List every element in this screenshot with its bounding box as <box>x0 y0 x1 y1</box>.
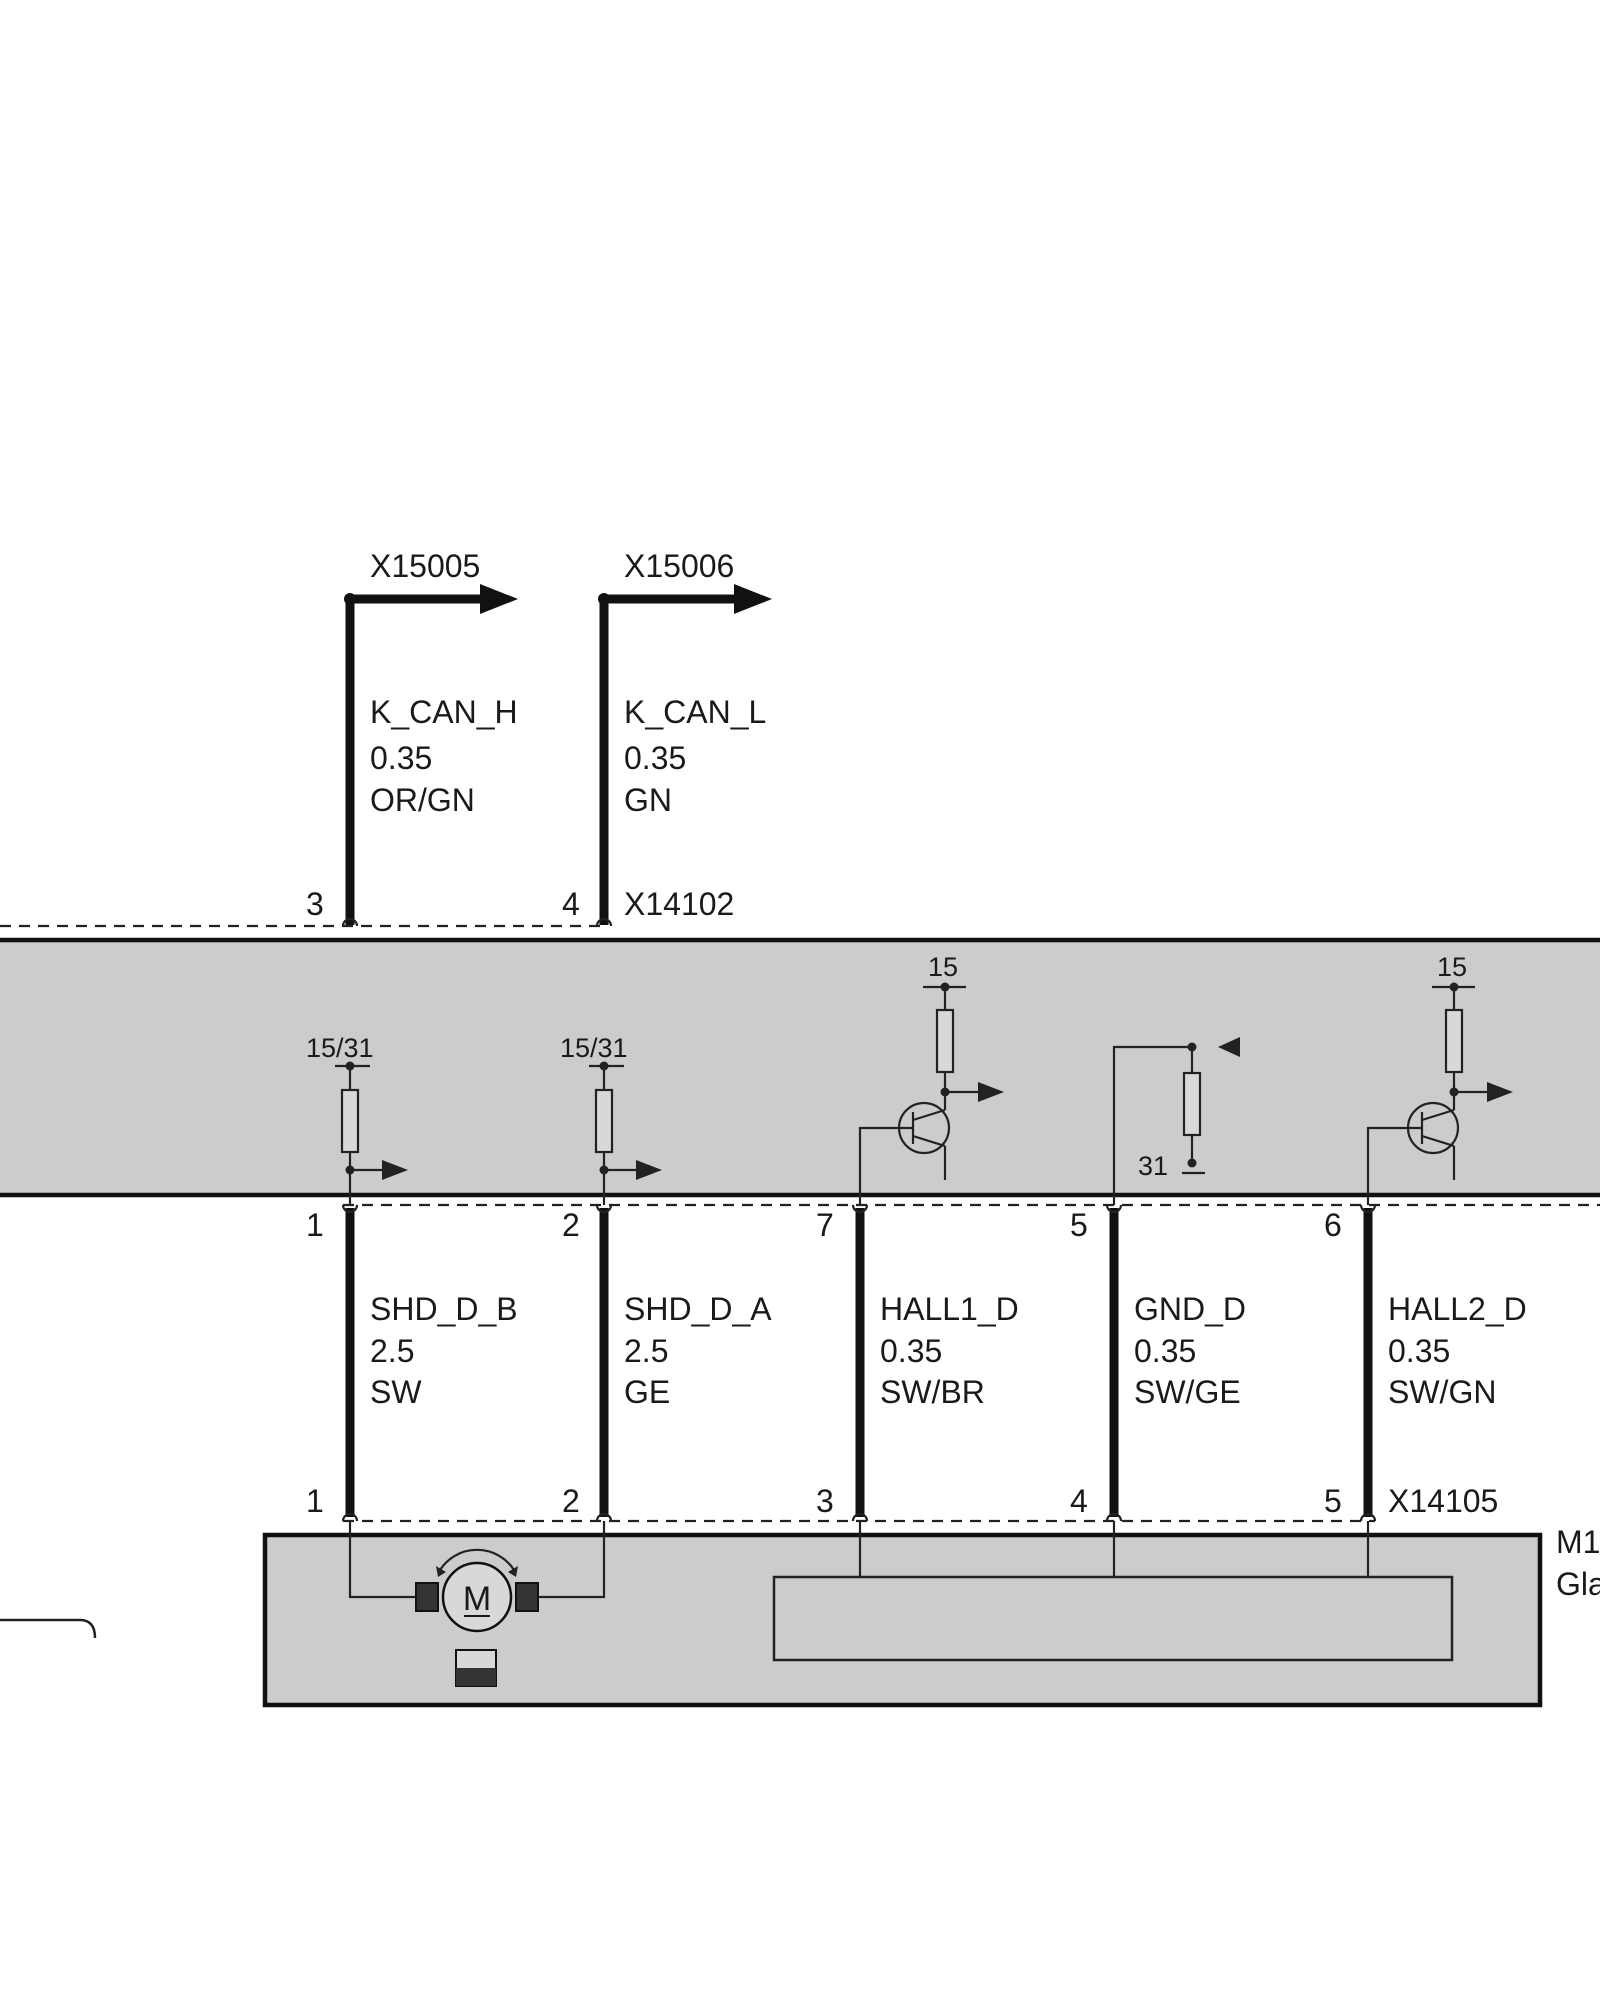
wire-signal-k-can-l: K_CAN_L <box>624 694 766 730</box>
wire-hall1-d: 7 HALL1_D 0.35 SW/BR 3 <box>816 1204 1019 1519</box>
wire-color-shd-d-b: SW <box>370 1374 422 1410</box>
wire-cross-section-shd-d-b: 2.5 <box>370 1333 414 1369</box>
resistor-symbol <box>1444 1008 1464 1074</box>
signal-arrow-icon <box>636 1160 662 1180</box>
signal-arrow-icon <box>1218 1037 1240 1057</box>
pin-number-component-3: 3 <box>816 1483 834 1519</box>
control-module-box <box>0 937 1600 1198</box>
wire-cross-section-hall1-d: 0.35 <box>880 1333 942 1369</box>
wire-shd-d-b: 1 SHD_D_B 2.5 SW 1 <box>306 1204 518 1519</box>
wire-shd-d-a: 2 SHD_D_A 2.5 GE 2 <box>562 1204 772 1519</box>
adjacent-component-outline <box>0 1618 97 1639</box>
resistor-symbol <box>935 1008 955 1074</box>
wire-color-shd-d-a: GE <box>624 1374 670 1410</box>
pin-number-component-5: 5 <box>1324 1483 1342 1519</box>
pin-number-component-1: 1 <box>306 1483 324 1519</box>
pin-number-component-4: 4 <box>1070 1483 1088 1519</box>
wire-signal-shd-d-a: SHD_D_A <box>624 1291 772 1327</box>
pin-number-component-2: 2 <box>562 1483 580 1519</box>
component-id-label: M1 <box>1556 1524 1600 1560</box>
motor-symbol-label: M <box>463 1580 491 1618</box>
resistor-symbol <box>340 1088 360 1154</box>
internal-circuit-pin1: 15/31 <box>306 1033 408 1205</box>
wire-color-k-can-h: OR/GN <box>370 782 475 818</box>
rotation-arrow-icon <box>439 1548 515 1571</box>
wire-signal-gnd-d: GND_D <box>1134 1291 1246 1327</box>
pin-number-x14102-3: 3 <box>306 886 324 922</box>
wire-cross-section-k-can-l: 0.35 <box>624 740 686 776</box>
wire-color-hall2-d: SW/GN <box>1388 1374 1496 1410</box>
wire-color-k-can-l: GN <box>624 782 672 818</box>
motor-icon <box>441 1561 513 1633</box>
ground-label-31: 31 <box>1138 1151 1168 1181</box>
wire-signal-shd-d-b: SHD_D_B <box>370 1291 518 1327</box>
connector-x15006: X15006 K_CAN_L 0.35 GN 4 <box>562 548 772 925</box>
pin-number-x14102-4: 4 <box>562 886 580 922</box>
wire-gnd-d: 5 GND_D 0.35 SW/GE 4 <box>1070 1204 1246 1519</box>
pin-number-module-2: 2 <box>562 1207 580 1243</box>
connector-id-x14102: X14102 <box>624 886 734 922</box>
wire-cross-section-k-can-h: 0.35 <box>370 740 432 776</box>
pin-number-module-6: 6 <box>1324 1207 1342 1243</box>
supply-label-15: 15 <box>928 952 958 982</box>
pin-number-module-1: 1 <box>306 1207 324 1243</box>
wire-signal-k-can-h: K_CAN_H <box>370 694 518 730</box>
resistor-symbol <box>594 1088 614 1154</box>
wire-hall2-d: 6 HALL2_D 0.35 SW/GN 5 <box>1324 1204 1527 1519</box>
internal-circuit-hall2: 15 <box>1366 952 1513 1205</box>
wire-cross-section-shd-d-a: 2.5 <box>624 1333 668 1369</box>
supply-label-15-31: 15/31 <box>306 1033 374 1063</box>
signal-arrow-icon <box>1487 1082 1513 1102</box>
connector-id-x15005: X15005 <box>370 548 480 584</box>
wire-color-gnd-d: SW/GE <box>1134 1374 1241 1410</box>
wire-cross-section-gnd-d: 0.35 <box>1134 1333 1196 1369</box>
component-name-label: Gla <box>1556 1566 1600 1602</box>
signal-arrow-icon <box>978 1082 1004 1102</box>
connector-id-x14105: X14105 <box>1388 1483 1498 1519</box>
signal-arrow-icon <box>382 1160 408 1180</box>
connector-x15005: X15005 K_CAN_H 0.35 OR/GN 3 <box>306 548 518 925</box>
resistor-symbol <box>1182 1071 1202 1137</box>
hall-sensor-block <box>772 1521 1454 1662</box>
wire-color-hall1-d: SW/BR <box>880 1374 985 1410</box>
drive-motor: M <box>348 1521 606 1687</box>
pin-number-module-5: 5 <box>1070 1207 1088 1243</box>
internal-circuit-gnd: 31 <box>1112 1037 1240 1205</box>
wire-cross-section-hall2-d: 0.35 <box>1388 1333 1450 1369</box>
internal-circuit-hall1: 15 <box>858 952 1004 1205</box>
connector-id-x15006: X15006 <box>624 548 734 584</box>
wire-signal-hall1-d: HALL1_D <box>880 1291 1019 1327</box>
supply-label-15: 15 <box>1437 952 1467 982</box>
pin-number-module-7: 7 <box>816 1207 834 1243</box>
wire-signal-hall2-d: HALL2_D <box>1388 1291 1527 1327</box>
supply-label-15-31: 15/31 <box>560 1033 628 1063</box>
internal-circuit-pin2: 15/31 <box>560 1033 662 1205</box>
